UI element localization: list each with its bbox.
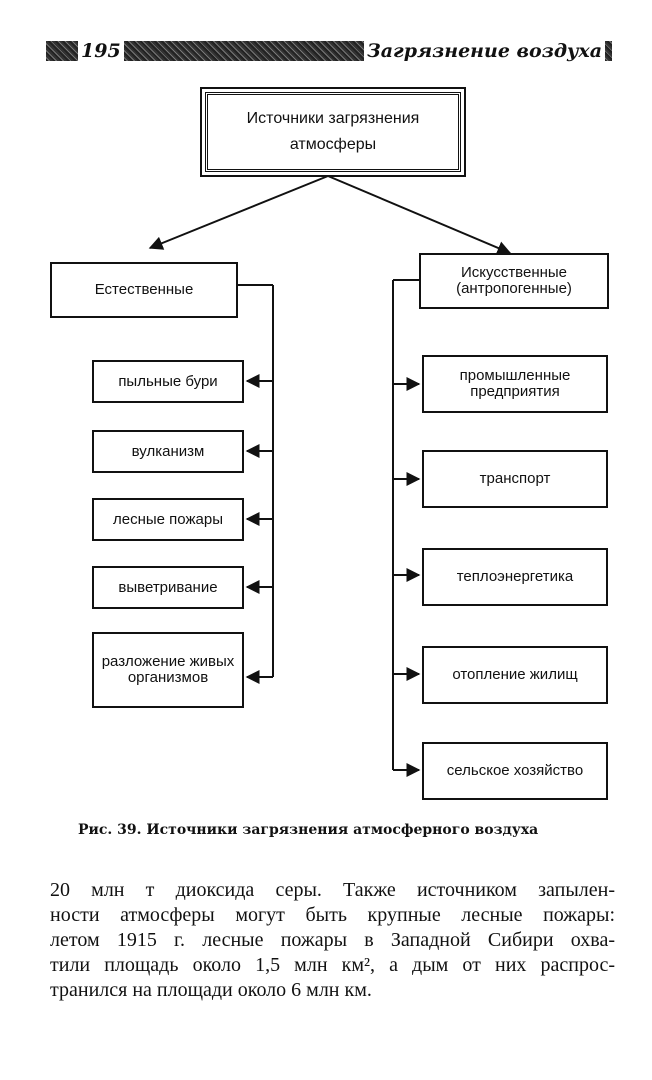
- natural-item-label: пыльные бури: [118, 372, 218, 390]
- root-node: Источники загрязнения атмосферы: [200, 87, 466, 177]
- artificial-item: теплоэнергетика: [422, 548, 608, 606]
- page-number: 195: [78, 38, 124, 64]
- root-label-line1: Источники загрязнения: [246, 110, 420, 127]
- artificial-item-label: промышленные предприятия: [459, 367, 571, 400]
- natural-item: выветривание: [92, 566, 244, 609]
- root-label-line2: атмосферы: [289, 136, 377, 153]
- artificial-item: сельское хозяйство: [422, 742, 608, 800]
- figure-caption: Рис. 39. Источники загрязнения атмосферн…: [78, 822, 539, 838]
- body-line: летом 1915 г. лесные пожары в Западной С…: [50, 929, 615, 951]
- body-line: транился на площади около 6 млн км.: [50, 979, 372, 1001]
- natural-item-label: лесные пожары: [113, 510, 223, 528]
- artificial-title-line2: (антропогенные): [456, 280, 572, 297]
- body-paragraph: 20 млн т диоксида серы. Также источником…: [50, 878, 615, 1003]
- body-line: 20 млн т диоксида серы. Также источником…: [50, 879, 615, 901]
- natural-item-label: вулканизм: [131, 442, 205, 460]
- chapter-title: Загрязнение воздуха: [364, 38, 606, 64]
- natural-title: Естественные: [94, 281, 194, 298]
- natural-item: вулканизм: [92, 430, 244, 473]
- natural-item: лесные пожары: [92, 498, 244, 541]
- arrow-root-to-artificial: [327, 175, 512, 255]
- body-line: ности атмосферы могут быть крупные лесны…: [50, 904, 615, 926]
- natural-node: Естественные: [50, 262, 238, 318]
- natural-item-label: выветривание: [118, 578, 218, 596]
- artificial-item-label: отопление жилищ: [452, 666, 578, 683]
- natural-item: разложение живых организмов: [92, 632, 244, 708]
- arrow-root-to-natural: [148, 175, 329, 250]
- diagram-connectors: [148, 175, 512, 777]
- running-header: 195 Загрязнение воздуха: [46, 38, 612, 64]
- artificial-item-label: сельское хозяйство: [446, 762, 584, 779]
- artificial-title-line1: Искусственные: [460, 264, 568, 281]
- natural-item: пыльные бури: [92, 360, 244, 403]
- natural-item-label: разложение живых организмов: [101, 653, 235, 686]
- artificial-item-label: транспорт: [479, 470, 551, 487]
- body-line: тили площадь около 1,5 млн км², а дым от…: [50, 954, 615, 976]
- artificial-item: транспорт: [422, 450, 608, 508]
- artificial-item: отопление жилищ: [422, 646, 608, 704]
- artificial-node: Искусственные (антропогенные): [419, 253, 609, 309]
- artificial-item-label: теплоэнергетика: [456, 568, 574, 585]
- artificial-item: промышленные предприятия: [422, 355, 608, 413]
